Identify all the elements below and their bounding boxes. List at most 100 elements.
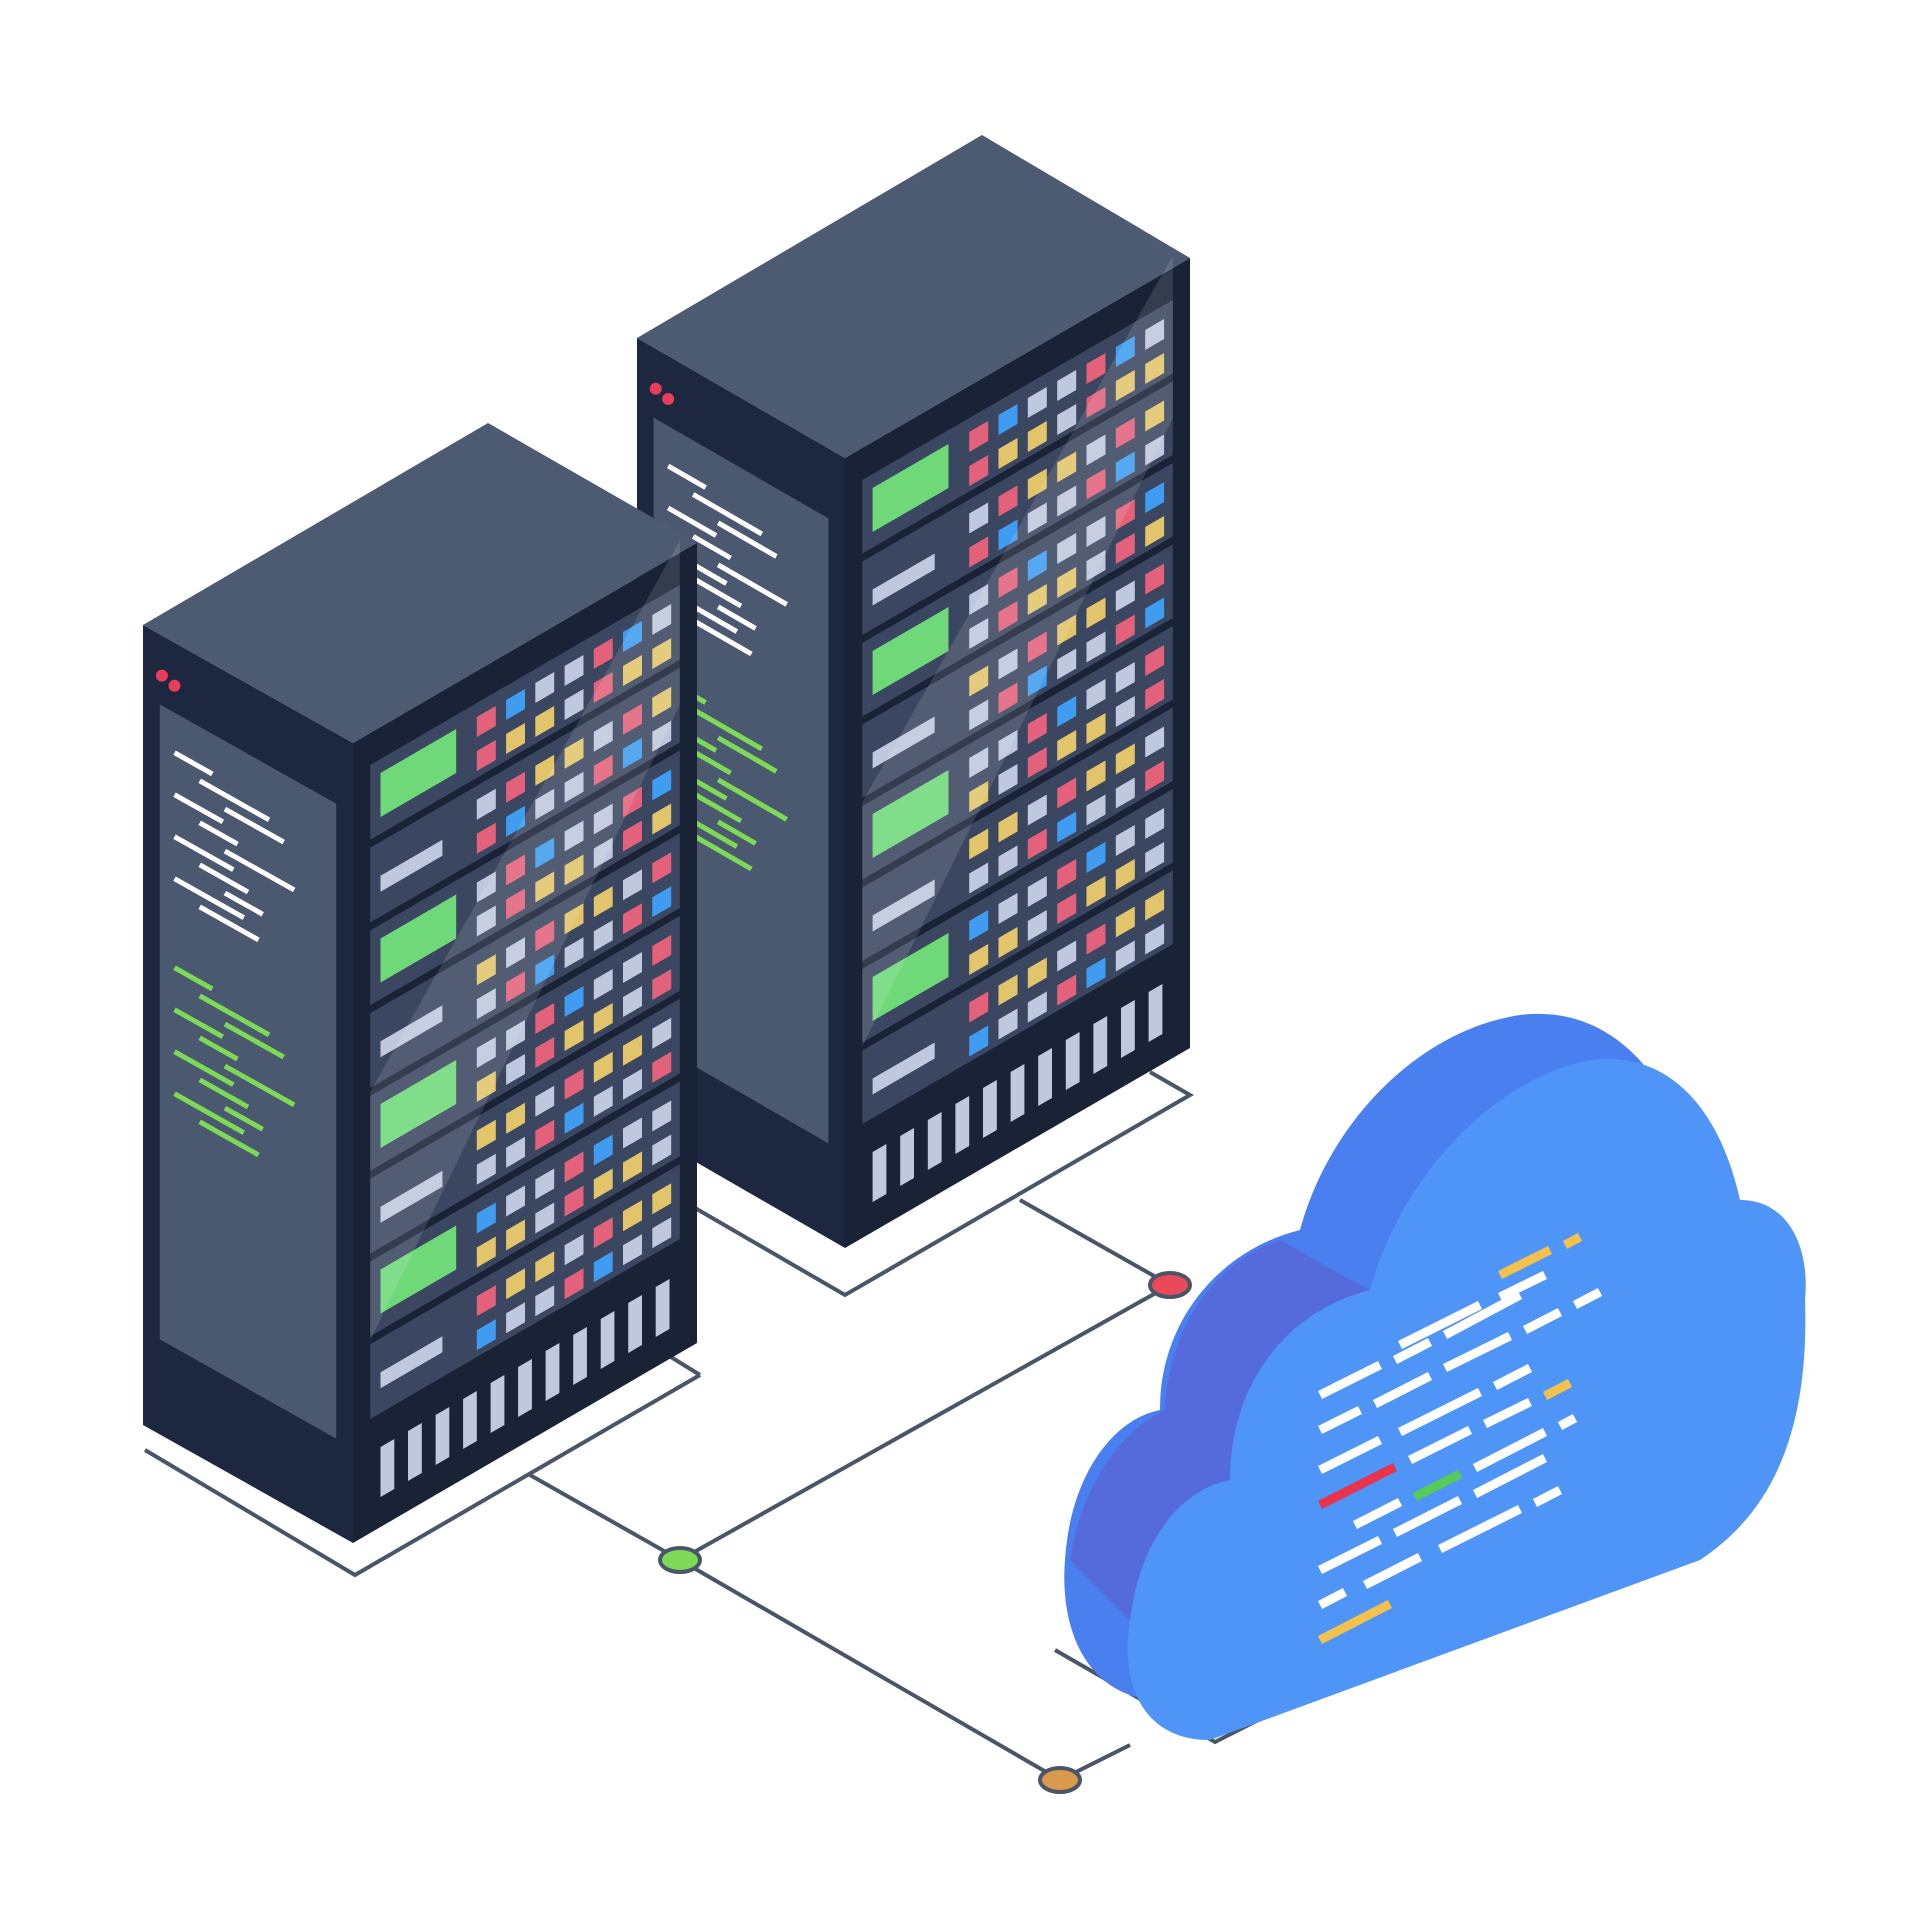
status-led bbox=[1115, 614, 1135, 646]
vent-slot bbox=[1093, 1016, 1108, 1074]
power-led-icon bbox=[662, 393, 675, 405]
status-led bbox=[1057, 485, 1077, 517]
status-led bbox=[1027, 387, 1047, 418]
code-line bbox=[1542, 1379, 1573, 1400]
status-led bbox=[1057, 893, 1077, 924]
status-led bbox=[1057, 614, 1077, 646]
status-led bbox=[1115, 940, 1135, 972]
status-led bbox=[1115, 336, 1135, 367]
status-led bbox=[1027, 828, 1047, 860]
status-led bbox=[652, 803, 672, 835]
status-led bbox=[652, 686, 672, 718]
status-led bbox=[593, 886, 613, 918]
status-led bbox=[564, 1151, 584, 1183]
side-text-line bbox=[691, 618, 753, 657]
status-led bbox=[1086, 923, 1106, 955]
status-led bbox=[476, 905, 496, 937]
vent-slot bbox=[872, 1144, 887, 1202]
server-rack-front-icon bbox=[143, 423, 697, 1543]
code-line bbox=[1392, 1495, 1463, 1538]
status-led bbox=[1115, 370, 1135, 401]
status-led bbox=[623, 1151, 642, 1183]
status-led bbox=[476, 954, 496, 986]
status-led bbox=[564, 854, 584, 886]
status-led bbox=[969, 665, 989, 697]
status-led bbox=[593, 803, 613, 835]
drive-slot bbox=[872, 716, 935, 769]
status-led bbox=[1057, 533, 1077, 564]
status-led bbox=[535, 1037, 555, 1068]
status-led bbox=[1115, 777, 1135, 809]
status-led bbox=[506, 971, 525, 1003]
code-line bbox=[1407, 1425, 1473, 1465]
code-line bbox=[1397, 1300, 1483, 1350]
status-led bbox=[535, 837, 555, 869]
side-text-line-green bbox=[716, 819, 757, 846]
status-led bbox=[564, 771, 584, 803]
status-led bbox=[564, 937, 584, 969]
rack-top bbox=[143, 423, 697, 743]
status-led bbox=[506, 805, 525, 837]
status-led bbox=[535, 1003, 555, 1034]
side-text-line bbox=[198, 820, 239, 847]
side-text-line-green bbox=[223, 1105, 264, 1132]
code-line bbox=[1362, 1552, 1423, 1590]
status-led bbox=[998, 648, 1018, 680]
status-led bbox=[969, 828, 989, 860]
side-text-line bbox=[173, 876, 246, 920]
status-led bbox=[1027, 631, 1047, 663]
cloud-icon bbox=[1064, 1013, 1806, 1740]
drive-slot bbox=[872, 1042, 935, 1095]
vent-slot bbox=[927, 1112, 942, 1170]
status-led bbox=[652, 638, 672, 669]
status-led bbox=[1027, 468, 1047, 500]
status-led bbox=[1027, 747, 1047, 778]
side-text-line-green bbox=[691, 749, 732, 776]
status-led bbox=[969, 455, 989, 486]
vent-slot bbox=[435, 1407, 450, 1465]
status-led bbox=[623, 986, 642, 1017]
status-led bbox=[652, 852, 672, 884]
status-led bbox=[535, 788, 555, 820]
drive-slot bbox=[872, 879, 935, 932]
status-led bbox=[1027, 421, 1047, 452]
side-text-line bbox=[691, 576, 743, 609]
vent-slot bbox=[983, 1080, 997, 1138]
status-led bbox=[1086, 387, 1106, 418]
status-led bbox=[652, 604, 672, 635]
status-led bbox=[476, 1153, 496, 1185]
status-led bbox=[1086, 434, 1106, 466]
side-text-line bbox=[716, 520, 778, 559]
side-text-line-green bbox=[198, 1077, 250, 1110]
drive-slot bbox=[380, 1005, 443, 1058]
status-led bbox=[564, 903, 584, 935]
status-led bbox=[998, 1008, 1018, 1040]
status-led bbox=[998, 974, 1018, 1006]
vent-slot bbox=[408, 1423, 422, 1481]
vent-slot bbox=[1065, 1032, 1080, 1090]
status-led bbox=[1145, 923, 1165, 955]
status-led bbox=[1115, 906, 1135, 938]
status-led bbox=[1027, 910, 1047, 941]
status-led bbox=[623, 820, 642, 852]
status-led bbox=[593, 1251, 613, 1283]
status-led bbox=[506, 937, 525, 969]
vent-slot bbox=[1148, 984, 1163, 1042]
status-led bbox=[998, 764, 1018, 795]
status-led bbox=[652, 935, 672, 966]
status-led bbox=[1086, 550, 1106, 581]
status-led bbox=[1086, 679, 1106, 710]
status-led bbox=[506, 1268, 525, 1300]
status-led bbox=[623, 869, 642, 901]
status-led bbox=[506, 1102, 525, 1134]
status-led bbox=[1027, 794, 1047, 826]
side-text-line-green bbox=[173, 1091, 246, 1135]
status-led bbox=[1115, 662, 1135, 693]
side-text-line-green bbox=[716, 735, 778, 774]
status-led bbox=[1086, 353, 1106, 384]
status-led bbox=[593, 1003, 613, 1034]
status-led bbox=[998, 519, 1018, 551]
status-led bbox=[535, 1119, 555, 1151]
status-led bbox=[998, 927, 1018, 958]
